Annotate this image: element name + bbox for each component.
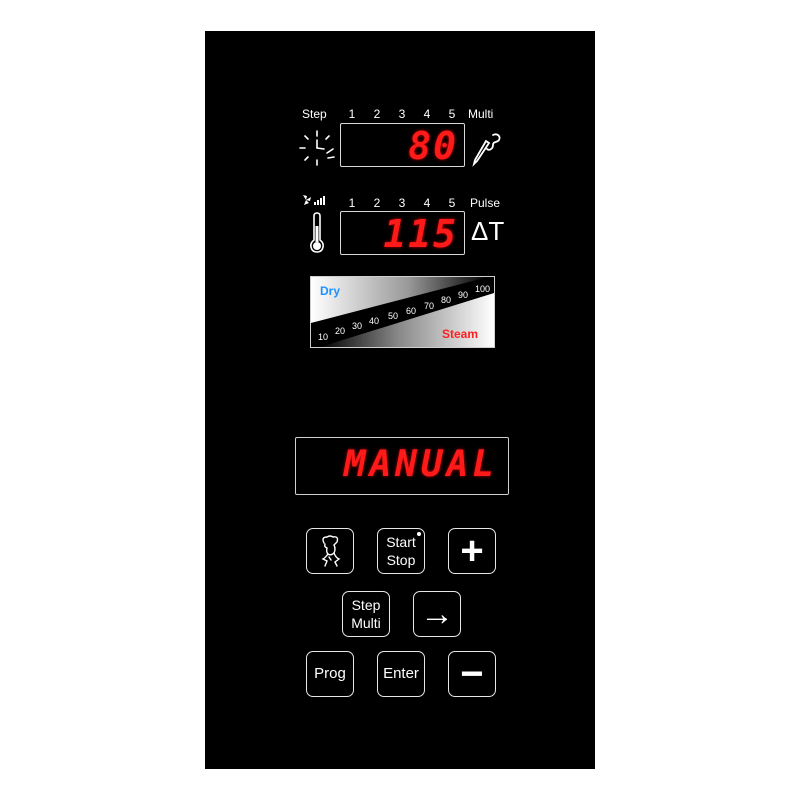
timer-icon [299,130,335,166]
stop-label: Stop [386,552,416,568]
plus-button[interactable]: + [448,528,496,574]
step-label: Step [302,107,327,121]
humidity-tick: 20 [335,326,346,336]
humidity-tick: 50 [388,311,399,321]
enter-button[interactable]: Enter [377,651,425,697]
delta-t-label: ΔT [471,216,505,246]
start-stop-button[interactable]: Start Stop [377,528,425,574]
step-number: 5 [448,196,456,210]
pulse-label: Pulse [470,196,501,210]
steam-label: Steam [442,327,479,341]
message-display: MANUAL [295,437,509,495]
time-display: 80 [340,123,465,167]
thermometer-icon [310,212,324,253]
humidity-tick: 100 [475,284,491,294]
chef-button[interactable] [306,528,354,574]
minus-button[interactable]: − [448,651,496,697]
step-number: 2 [373,196,381,210]
core-probe-icon [472,133,501,167]
step-button-label: Step [351,597,381,613]
step-number: 2 [373,107,381,121]
multi-button-label: Multi [351,615,381,631]
humidity-tick: 30 [352,321,363,331]
start-stop-label: Start Stop [386,533,416,569]
humidity-tick: 80 [441,295,452,305]
time-display-value: 80 [408,124,458,168]
step-number: 1 [348,107,356,121]
step-multi-button[interactable]: Step Multi [342,591,390,637]
chef-icon [321,535,341,567]
humidity-tick: 70 [424,301,435,311]
step-multi-label: Step Multi [351,596,381,632]
arrow-right-button[interactable]: → [413,591,461,637]
start-indicator-led [417,532,421,536]
humidity-tick: 10 [318,332,329,342]
humidity-tick: 40 [369,316,380,326]
step-number: 5 [448,107,456,121]
control-panel: Step 1 2 3 4 5 Multi 80 [205,31,595,769]
message-display-text: MANUAL [343,444,498,485]
step-number: 4 [423,196,431,210]
humidity-tick: 90 [458,290,469,300]
temperature-display-value: 115 [383,212,458,256]
step-number: 3 [398,196,406,210]
dry-label: Dry [320,284,341,298]
multi-label: Multi [468,107,494,121]
step-number: 3 [398,107,406,121]
temperature-display: 115 [340,211,465,255]
step-number: 1 [348,196,356,210]
step-number: 4 [423,107,431,121]
fan-speed-icon [303,195,325,205]
humidity-tick: 60 [406,306,417,316]
prog-button[interactable]: Prog [306,651,354,697]
start-label: Start [386,534,416,550]
humidity-scale [310,276,495,348]
